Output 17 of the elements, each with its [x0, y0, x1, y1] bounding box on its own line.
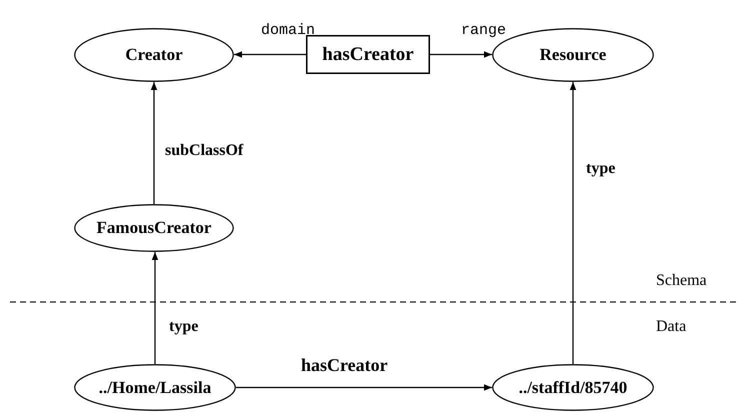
- class-ellipse: [492, 364, 654, 411]
- node-label: hasCreator: [322, 44, 414, 66]
- arrow: [150, 82, 158, 204]
- arrow: [430, 51, 492, 58]
- node-label: ../staffId/85740: [518, 378, 628, 398]
- arrow: [234, 51, 306, 58]
- node-label: ../Home/Lassila: [98, 378, 212, 398]
- node-label: Resource: [540, 45, 606, 65]
- arrow: [152, 252, 158, 364]
- property-box: [306, 35, 430, 74]
- node-label: Creator: [125, 45, 183, 65]
- node-label: FamousCreator: [96, 218, 212, 238]
- class-ellipse: [74, 28, 234, 82]
- class-ellipse: [74, 364, 236, 411]
- arrow: [570, 82, 576, 364]
- arrow: [236, 384, 492, 391]
- class-ellipse: [74, 204, 234, 252]
